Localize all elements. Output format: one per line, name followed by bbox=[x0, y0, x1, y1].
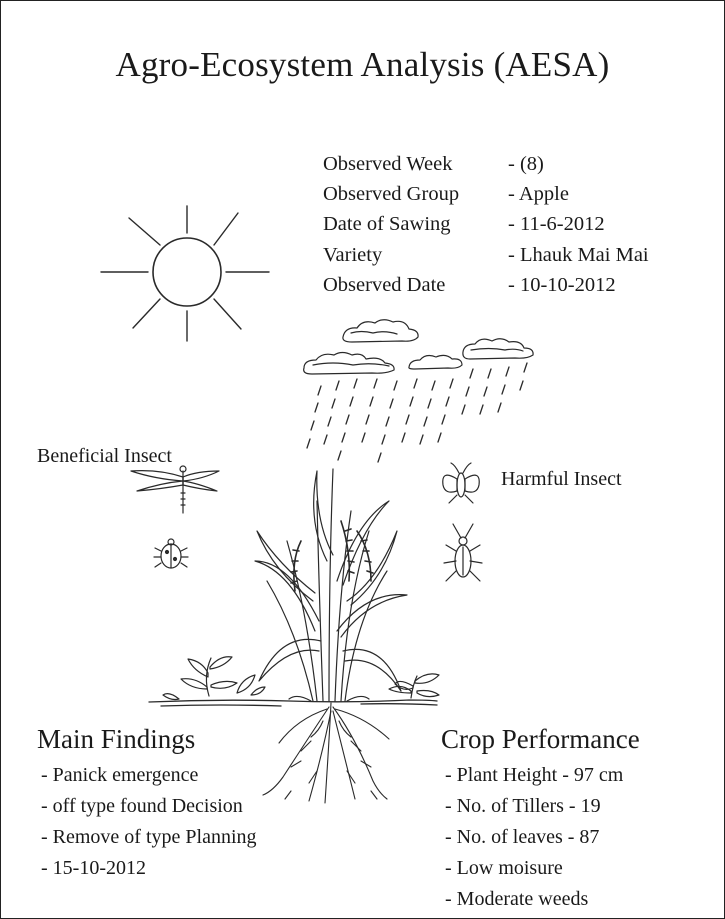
beneficial-insect-label: Beneficial Insect bbox=[37, 445, 172, 468]
crop-performance-list: - Plant Height - 97 cm - No. of Tillers … bbox=[445, 760, 623, 915]
ground-line bbox=[149, 700, 437, 706]
rain-icon bbox=[307, 363, 527, 462]
roots-icon bbox=[263, 703, 389, 803]
list-item: - No. of Tillers - 19 bbox=[445, 791, 623, 822]
sun-icon bbox=[101, 206, 269, 341]
list-item: - Plant Height - 97 cm bbox=[445, 760, 623, 791]
list-item: - Low moisure bbox=[445, 853, 623, 884]
list-item: - 15-10-2012 bbox=[41, 853, 257, 884]
harmful-insect-label: Harmful Insect bbox=[501, 468, 622, 491]
rice-plant-icon bbox=[255, 469, 407, 701]
weed-icon bbox=[389, 674, 439, 698]
ladybird-icon bbox=[154, 539, 188, 568]
bug-icon bbox=[444, 524, 482, 581]
crop-performance-title: Crop Performance bbox=[441, 724, 640, 755]
list-item: - Moderate weeds bbox=[445, 884, 623, 915]
cloud-icon bbox=[304, 320, 533, 374]
weed-icon bbox=[163, 657, 265, 700]
moth-icon bbox=[443, 463, 479, 503]
main-findings-title: Main Findings bbox=[37, 724, 195, 755]
list-item: - No. of leaves - 87 bbox=[445, 822, 623, 853]
list-item: - Panick emergence bbox=[41, 760, 257, 791]
dragonfly-icon bbox=[131, 466, 219, 513]
list-item: - Remove of type Planning bbox=[41, 822, 257, 853]
main-findings-list: - Panick emergence - off type found Deci… bbox=[41, 760, 257, 884]
list-item: - off type found Decision bbox=[41, 791, 257, 822]
